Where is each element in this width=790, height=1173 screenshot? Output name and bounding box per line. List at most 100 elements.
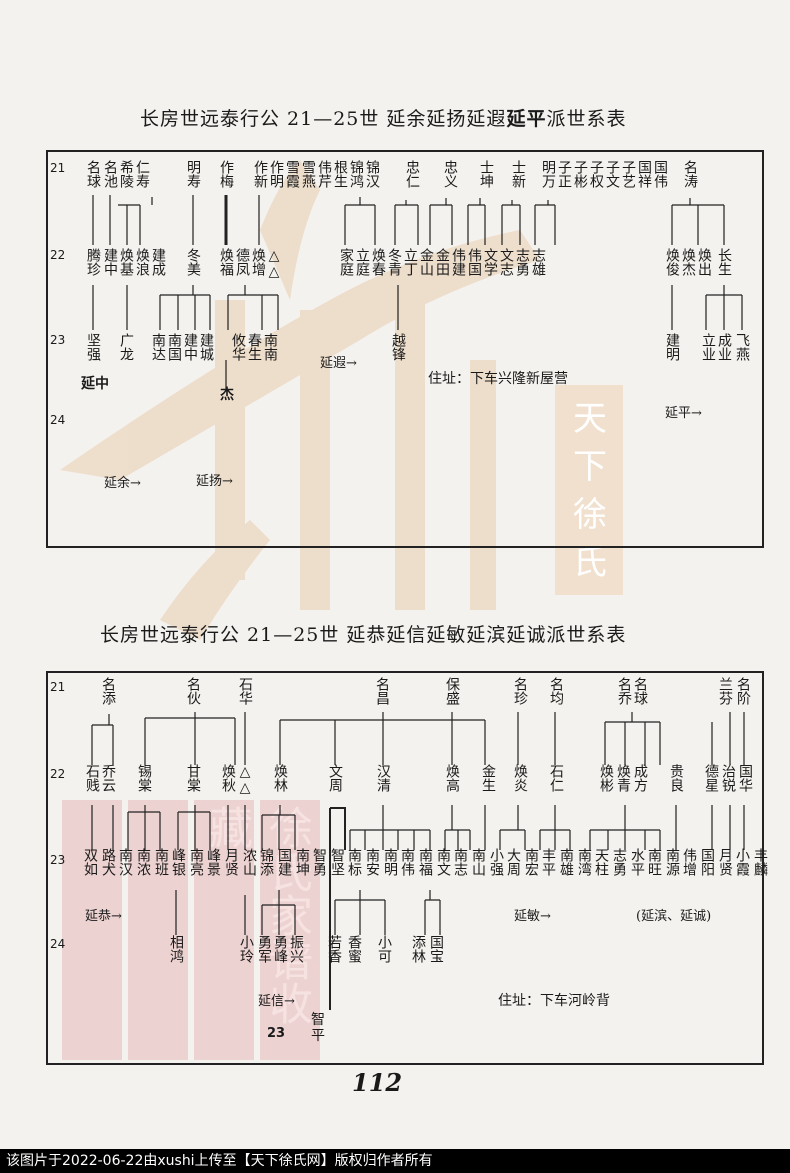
person-name: 伟建 xyxy=(450,248,466,276)
person-name: 名球 xyxy=(85,160,101,188)
person-name: 南雄 xyxy=(558,848,574,876)
person-name: 名伙 xyxy=(185,677,201,705)
table1-title: 长房世远泰行公 21—25世 延余延扬延遐延平派世系表 xyxy=(140,104,626,131)
person-name: 锦鸿 xyxy=(348,160,364,188)
person-name: 伟国 xyxy=(466,248,482,276)
person-name: 子文 xyxy=(604,160,620,188)
person-name: 名昌 xyxy=(374,677,390,705)
person-name: 大周 xyxy=(505,848,521,876)
person-name: 双如 xyxy=(82,848,98,876)
person-name: 焕基 xyxy=(118,248,134,276)
person-name: 作梅 xyxy=(218,160,234,188)
person-name: 峰景 xyxy=(205,848,221,876)
person-name: 希陵 xyxy=(118,160,134,188)
person-name: 越锋 xyxy=(390,333,406,361)
person-name: 国建 xyxy=(276,848,292,876)
person-name: 明万 xyxy=(540,160,556,188)
table1-title-bold: 延平 xyxy=(506,108,547,130)
person-name: 金山 xyxy=(418,248,434,276)
table1-extra-name: 延中 xyxy=(81,376,109,392)
person-name: 名添 xyxy=(100,677,116,705)
person-name: 作明 xyxy=(268,160,284,188)
person-name: 腾珍 xyxy=(85,248,101,276)
person-name: 智坚 xyxy=(329,848,345,876)
person-name: 志勇 xyxy=(611,848,627,876)
person-name: 勇军 xyxy=(256,935,272,963)
person-name: 南亮 xyxy=(188,848,204,876)
person-name: 焕俊 xyxy=(664,248,680,276)
person-name: 名池 xyxy=(102,160,118,188)
person-name: 浓山 xyxy=(241,848,257,876)
table2-side-name: 智平 xyxy=(311,1012,325,1044)
table2-branch-label: 延敏→ xyxy=(514,909,551,924)
person-name: 南达 xyxy=(150,333,166,361)
table1-frame xyxy=(46,150,764,548)
person-name: 石仁 xyxy=(548,764,564,792)
table2-gen-label: 24 xyxy=(50,937,66,951)
person-name: 伟芹 xyxy=(316,160,332,188)
person-name: 国伟 xyxy=(652,160,668,188)
person-name: 立丁 xyxy=(402,248,418,276)
person-name: 南文 xyxy=(435,848,451,876)
person-name: 攸华 xyxy=(230,333,246,361)
person-name: 长生 xyxy=(716,248,732,276)
person-name: 金生 xyxy=(480,764,496,792)
person-name: 伟增 xyxy=(681,848,697,876)
person-name: 士新 xyxy=(510,160,526,188)
person-name: 忠仁 xyxy=(404,160,420,188)
person-name: 子艺 xyxy=(620,160,636,188)
person-name: 南坤 xyxy=(294,848,310,876)
person-name: 金田 xyxy=(434,248,450,276)
person-name: 南标 xyxy=(346,848,362,876)
person-name: 国祥 xyxy=(636,160,652,188)
person-name: 建城 xyxy=(198,333,214,361)
person-name: 相鸿 xyxy=(168,935,184,963)
person-name: 锡棠 xyxy=(136,764,152,792)
person-name: 丰平 xyxy=(540,848,556,876)
person-name: 焕高 xyxy=(444,764,460,792)
person-name: 雪燕 xyxy=(300,160,316,188)
person-name: 小霞 xyxy=(734,848,750,876)
person-name: 焕青 xyxy=(615,764,631,792)
person-name: 德星 xyxy=(703,764,719,792)
person-name: 文学 xyxy=(482,248,498,276)
person-name: 南山 xyxy=(470,848,486,876)
table2-title: 长房世远泰行公 21—25世 延恭延信延敏延滨延诚派世系表 xyxy=(100,624,627,646)
person-name: 南旺 xyxy=(646,848,662,876)
person-name: 南班 xyxy=(153,848,169,876)
table1-address: 住址：下车兴隆新屋营 xyxy=(428,371,568,387)
person-name: △△ xyxy=(266,248,282,280)
person-name: 国宝 xyxy=(428,935,444,963)
person-name: 锦汉 xyxy=(364,160,380,188)
table1-gen-label: 24 xyxy=(50,413,66,427)
table2-address: 住址：下车河岭背 xyxy=(498,993,610,1009)
person-name: 焕出 xyxy=(696,248,712,276)
person-name: 仁寿 xyxy=(134,160,150,188)
person-name: 焕彬 xyxy=(598,764,614,792)
person-name: 国阳 xyxy=(699,848,715,876)
person-name: 坚强 xyxy=(85,333,101,361)
table1-gen-label: 21 xyxy=(50,161,66,175)
person-name: △△ xyxy=(237,764,253,796)
person-name: 南伟 xyxy=(399,848,415,876)
table2-gen-label: 21 xyxy=(50,680,66,694)
person-name: 月贤 xyxy=(223,848,239,876)
person-name: 冬美 xyxy=(185,248,201,276)
person-name: 南源 xyxy=(664,848,680,876)
person-name: 国华 xyxy=(737,764,753,792)
table1-branch-label: 延平→ xyxy=(665,406,702,421)
person-name: 广龙 xyxy=(118,333,134,361)
person-name: 南安 xyxy=(364,848,380,876)
table1-extra-name: 杰 xyxy=(220,387,234,403)
person-name: 石贱 xyxy=(84,764,100,792)
person-name: 峰银 xyxy=(170,848,186,876)
person-name: 立庭 xyxy=(354,248,370,276)
person-name: 南福 xyxy=(417,848,433,876)
person-name: 飞燕 xyxy=(734,333,750,361)
table1-branch-label: 延遐→ xyxy=(320,356,357,371)
person-name: 水平 xyxy=(629,848,645,876)
person-name: 名球 xyxy=(632,677,648,705)
person-name: 治锐 xyxy=(720,764,736,792)
person-name: 南浓 xyxy=(135,848,151,876)
